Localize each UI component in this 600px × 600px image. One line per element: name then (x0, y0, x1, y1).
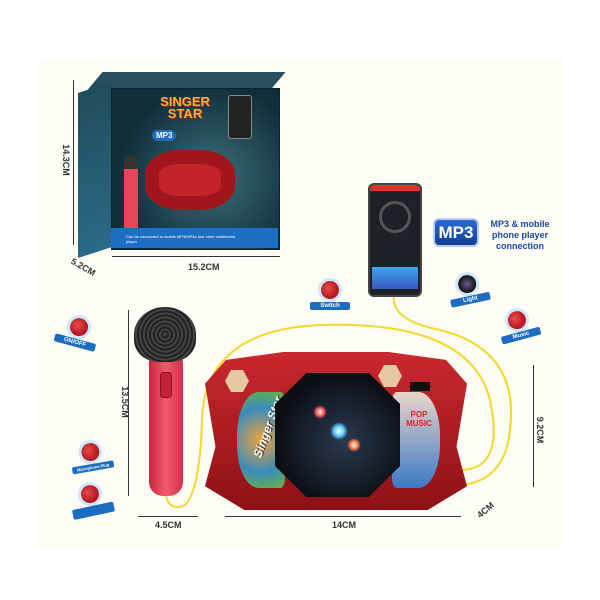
switch-icon (318, 278, 342, 302)
smartphone (368, 183, 422, 297)
dim-mic-width: 4.5CM (155, 520, 182, 530)
dim-mic-height: 13.5CM (120, 386, 130, 418)
microphone-switch (160, 372, 172, 398)
dim-device-width: 14CM (332, 520, 357, 530)
mp3-badge: MP3 (433, 218, 479, 247)
right-panel-text: POP MUSIC (406, 410, 432, 428)
speaker-display (410, 382, 430, 391)
speaker-left-button (225, 370, 249, 392)
package-caption-strip (111, 228, 278, 248)
dim-line-mic-height (128, 310, 129, 496)
phone-cable (392, 294, 513, 486)
dim-line-device-height (533, 365, 534, 487)
package-phone-image (228, 95, 252, 139)
microphone-head (134, 307, 196, 362)
package-device-image (145, 150, 235, 210)
speaker-right-button (378, 365, 402, 387)
orange-light (347, 438, 361, 452)
phone-screen-banner (372, 267, 418, 289)
package-mp3-label: MP3 (152, 130, 177, 141)
mp3-connection-text: MP3 & mobile phone player connection (490, 219, 550, 251)
dim-line-box-width (112, 256, 280, 257)
speaker-right-panel (392, 392, 440, 488)
red-light (313, 405, 327, 419)
package-caption: Can be connected to mobile MP3/MP4s and … (126, 234, 235, 244)
feature-switch: Switch (310, 278, 350, 310)
blue-light (330, 422, 348, 440)
dim-box-width: 15.2CM (188, 262, 220, 272)
player-dial-icon (379, 201, 411, 233)
dim-line-mic-width (138, 516, 198, 517)
package-mic-image (124, 155, 138, 239)
feature-label: Switch (310, 302, 350, 310)
mic-cable (165, 323, 495, 509)
dim-device-height: 9.2CM (535, 416, 545, 444)
dim-line-device-width (225, 516, 461, 517)
dim-line-box-height (73, 80, 74, 245)
